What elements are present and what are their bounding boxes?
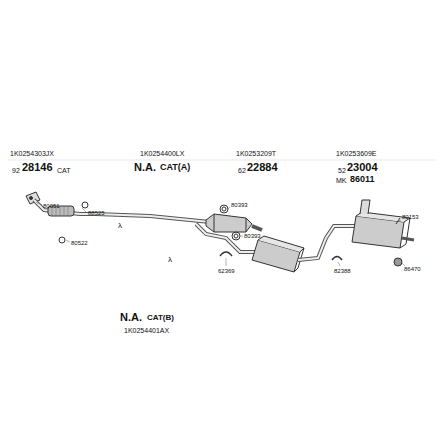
callout-number: MK (336, 177, 347, 184)
callout-number: 1K0253609E (336, 150, 376, 157)
part-number: CAT(A) (160, 163, 190, 172)
part-number: 86011 (350, 175, 375, 184)
part-number: 23004 (347, 162, 378, 173)
part-number: N.A. (134, 162, 156, 173)
callout-number: 88525 (88, 210, 105, 216)
callout-number: 80051 (43, 203, 60, 209)
callout-number: 80393 (231, 202, 248, 208)
callout-number: 92 (12, 167, 20, 174)
callout-number: 80522 (71, 240, 88, 246)
callout-number: 62369 (218, 268, 235, 274)
callout-number: 52 (338, 167, 346, 174)
part-number: 22884 (247, 162, 278, 173)
callout-number: 62 (238, 167, 246, 174)
callout-number: 80153 (402, 214, 419, 220)
callout-number: λ (118, 222, 122, 230)
callout-number: CAT(B) (147, 314, 174, 322)
callout-number: λ (168, 256, 172, 264)
callout-number: 1K0254401AX (124, 327, 169, 334)
callout-number: 1K0253209T (236, 150, 276, 157)
callout-number: 86470 (404, 266, 421, 272)
callout-number: 80393 (244, 233, 261, 239)
callout-number: 82388 (334, 268, 351, 274)
callout-number: 1K0254303JX (10, 150, 54, 157)
callout-number: CAT (57, 167, 70, 174)
callout-number: 1K0254400LX (140, 150, 184, 157)
part-number: 28146 (22, 162, 53, 173)
part-number: N.A. (120, 312, 142, 323)
